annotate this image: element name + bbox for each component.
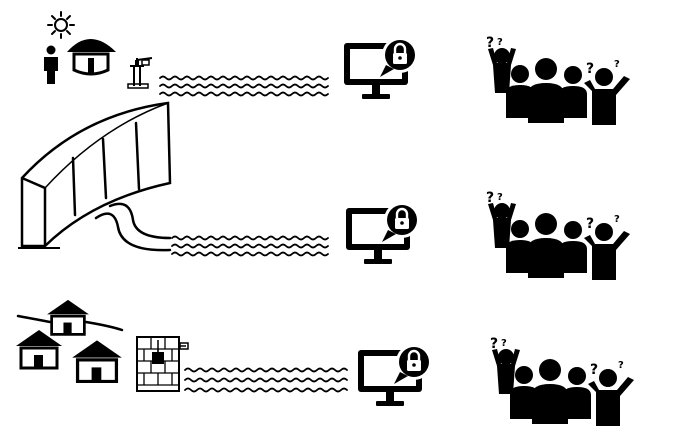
water-well-icon — [136, 336, 189, 392]
outflow-pipe-icon — [94, 202, 172, 252]
dam-icon — [18, 101, 172, 249]
wavy-flow-lines — [184, 367, 348, 393]
person-icon — [44, 45, 58, 84]
hand-pump-icon — [127, 57, 153, 89]
confused-crowd-icon — [486, 190, 630, 280]
locked-computer-icon — [342, 35, 420, 101]
village-huts-icon — [14, 298, 124, 384]
locked-computer-icon — [356, 342, 434, 408]
confused-crowd-icon — [490, 336, 634, 426]
row-1-hand-pump — [44, 11, 630, 125]
sun-icon — [47, 11, 75, 39]
wavy-flow-lines — [159, 75, 329, 97]
locked-computer-icon — [344, 200, 422, 266]
wavy-flow-lines — [171, 235, 329, 257]
round-hut-icon — [67, 39, 116, 76]
row-3-village-well — [14, 298, 634, 426]
confused-crowd-icon — [486, 35, 630, 125]
row-2-dam — [18, 101, 630, 280]
